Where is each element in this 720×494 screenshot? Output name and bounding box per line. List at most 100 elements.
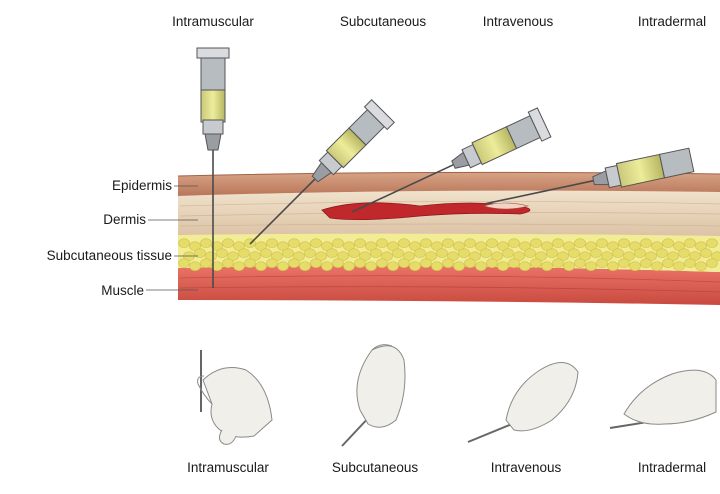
intradermal-bleb — [482, 202, 530, 210]
fat-globule — [645, 251, 657, 261]
fat-globule — [370, 248, 382, 258]
fat-globule — [618, 238, 630, 248]
fat-globule — [508, 238, 520, 248]
fat-globule — [706, 258, 718, 268]
fat-globule — [381, 251, 393, 261]
fat-globule — [640, 238, 652, 248]
fat-globule — [629, 241, 641, 251]
fat-globule — [431, 261, 443, 271]
fat-globule — [590, 248, 602, 258]
fat-globule — [568, 248, 580, 258]
fat-globule — [486, 258, 498, 268]
fat-globule — [387, 261, 399, 271]
fat-globule — [178, 258, 190, 268]
fat-globule — [414, 248, 426, 258]
fat-globule — [189, 261, 201, 271]
fat-globule — [585, 261, 597, 271]
fat-globule — [541, 241, 553, 251]
fat-globule — [442, 258, 454, 268]
fat-globule — [255, 241, 267, 251]
layer-label-epidermis: Epidermis — [111, 178, 172, 193]
fat-globule — [211, 261, 223, 271]
fat-globule — [563, 261, 575, 271]
fat-globule — [579, 251, 591, 261]
hand-intramuscular — [197, 350, 273, 445]
fat-globule — [398, 238, 410, 248]
fat-globule — [469, 251, 481, 261]
fat-globule — [227, 251, 239, 261]
fat-globule — [376, 238, 388, 248]
fat-globule — [211, 241, 223, 251]
fat-globule — [530, 238, 542, 248]
fat-globule — [706, 238, 718, 248]
fat-globule — [585, 241, 597, 251]
fat-globule — [233, 261, 245, 271]
hand-subcutaneous — [341, 344, 406, 447]
fat-globule — [332, 258, 344, 268]
fat-globule — [200, 258, 212, 268]
fat-globule — [266, 238, 278, 248]
fat-globule — [337, 251, 349, 261]
fat-globule — [282, 248, 294, 258]
fat-globule — [453, 261, 465, 271]
fat-globule — [634, 248, 646, 258]
syringe-subcutaneous — [249, 99, 395, 245]
fat-globule — [271, 251, 283, 261]
fat-globule — [266, 258, 278, 268]
fat-globule — [486, 238, 498, 248]
layer-label-muscle: Muscle — [101, 283, 144, 298]
fat-globule — [673, 261, 685, 271]
hand-intravenous — [467, 362, 579, 443]
fat-globule — [354, 238, 366, 248]
fat-globule — [343, 261, 355, 271]
fat-globule — [651, 241, 663, 251]
fat-globule — [332, 238, 344, 248]
fat-globule — [662, 258, 674, 268]
fat-globule — [596, 238, 608, 248]
fat-globule — [354, 258, 366, 268]
fat-globule — [607, 261, 619, 271]
fat-globule — [238, 248, 250, 258]
fat-globule — [574, 258, 586, 268]
fat-globule — [304, 248, 316, 258]
fat-globule — [376, 258, 388, 268]
syringe-intramuscular — [196, 47, 230, 288]
fat-globule — [447, 251, 459, 261]
fat-globule — [563, 241, 575, 251]
fat-globule — [656, 248, 668, 258]
fat-globule — [260, 248, 272, 258]
fat-globule — [222, 238, 234, 248]
fat-globule — [524, 248, 536, 258]
fat-globule — [453, 241, 465, 251]
fat-globule — [695, 241, 707, 251]
fat-globule — [458, 248, 470, 258]
fat-globule — [431, 241, 443, 251]
fat-globule — [464, 238, 476, 248]
fat-globule — [607, 241, 619, 251]
fat-globule — [491, 251, 503, 261]
fat-globule — [552, 238, 564, 248]
fat-globule — [673, 241, 685, 251]
fat-globule — [497, 261, 509, 271]
fat-globule — [425, 251, 437, 261]
fat-globule — [315, 251, 327, 261]
fat-globule — [348, 248, 360, 258]
fat-globule — [684, 258, 696, 268]
fat-globule — [596, 258, 608, 268]
fat-globule — [277, 241, 289, 251]
epidermis-layer — [178, 172, 720, 196]
fat-globule — [475, 241, 487, 251]
fat-globule — [535, 251, 547, 261]
fat-globule — [420, 238, 432, 248]
fat-globule — [519, 241, 531, 251]
fat-globule — [299, 261, 311, 271]
fat-globule — [222, 258, 234, 268]
fat-globule — [662, 238, 674, 248]
fat-globule — [667, 251, 679, 261]
hand-intradermal — [609, 369, 717, 429]
muscle-layer — [178, 265, 720, 305]
fat-globule — [574, 238, 586, 248]
fat-globule — [255, 261, 267, 271]
fat-globule — [541, 261, 553, 271]
fat-globule — [618, 258, 630, 268]
